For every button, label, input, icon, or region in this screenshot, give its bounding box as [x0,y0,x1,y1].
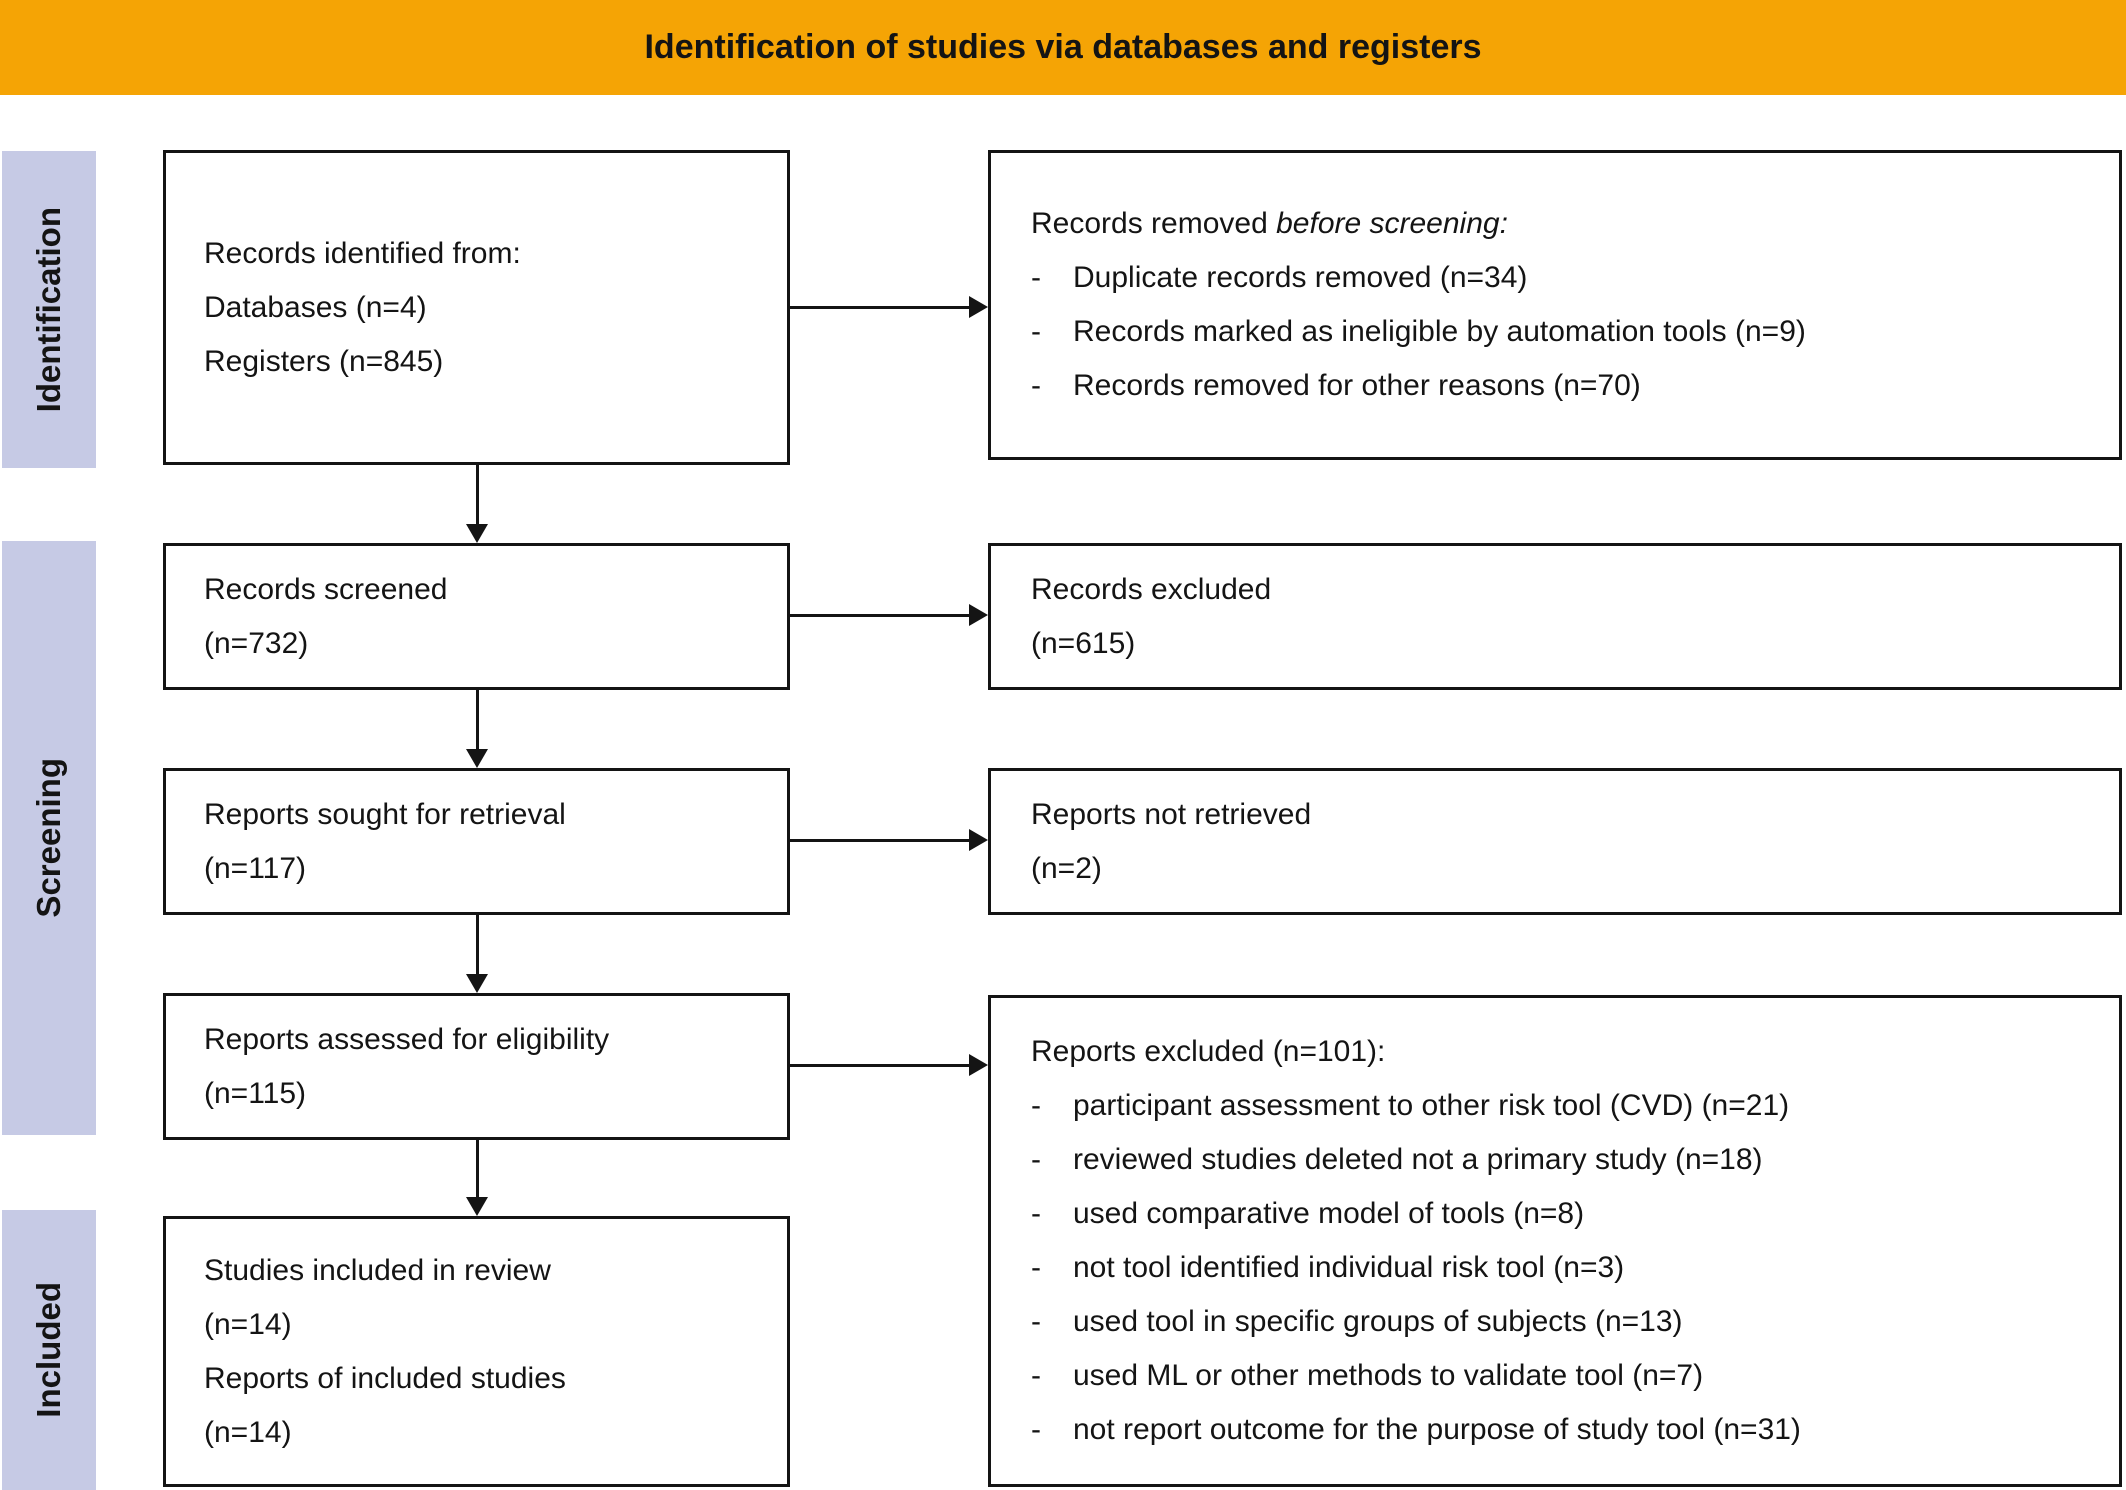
box-line: Records screened [204,572,448,606]
list-item: -used comparative model of tools (n=8) [1031,1187,2099,1241]
bullet-dash: - [1031,1251,1041,1284]
stage-label-included-text: Included [30,1282,67,1418]
arrow-down-icon [466,1197,488,1216]
stage-label-screening-text: Screening [30,758,67,918]
flow-arrow-down-4 [466,1140,488,1216]
arrow-shaft [790,306,970,309]
box-line: Records excluded [1031,572,1272,606]
arrow-down-icon [466,524,488,543]
bullet-dash: - [1031,369,1041,402]
box-line: Reports not retrieved [1031,797,1312,831]
box-line: Records identified from: [204,236,521,270]
arrow-right-icon [969,829,988,851]
bullet-dash: - [1031,1143,1041,1176]
box-line: (n=2) [1031,851,1102,885]
box-line: (n=115) [204,1076,307,1110]
box-reports-excluded: Reports excluded (n=101): -participant a… [988,995,2122,1487]
flow-arrow-right-3 [790,829,988,851]
box-line: Reports of included studies [204,1361,566,1395]
bullet-dash: - [1031,315,1041,348]
box-records-excluded: Records excluded (n=615) [988,543,2122,690]
arrow-shaft [476,1140,479,1198]
box-line: (n=14) [204,1415,292,1449]
list-item: -not tool identified individual risk too… [1031,1241,2099,1295]
stage-label-identification-text: Identification [30,206,67,413]
box-studies-included: Studies included in review (n=14) Report… [163,1216,790,1487]
flow-arrow-down-3 [466,915,488,993]
arrow-down-icon [466,749,488,768]
arrow-down-icon [466,974,488,993]
arrow-right-icon [969,1054,988,1076]
arrow-shaft [790,614,970,617]
stage-label-identification: Identification [2,151,96,468]
box-reports-assessed: Reports assessed for eligibility (n=115) [163,993,790,1140]
bullet-dash: - [1031,1413,1041,1446]
stage-label-included: Included [2,1210,96,1490]
box-records-screened: Records screened (n=732) [163,543,790,690]
box-line: (n=14) [204,1307,292,1341]
box-title-italic: before screening: [1276,207,1508,240]
arrow-right-icon [969,296,988,318]
list-item: -used ML or other methods to validate to… [1031,1349,2099,1403]
box-reports-sought: Reports sought for retrieval (n=117) [163,768,790,915]
arrow-shaft [476,465,479,525]
bullet-dash: - [1031,1089,1041,1122]
flow-arrow-right-1 [790,296,988,318]
arrow-shaft [476,915,479,975]
list-item: -used tool in specific groups of subject… [1031,1295,2099,1349]
arrow-shaft [790,839,970,842]
box-line: Reports assessed for eligibility [204,1022,610,1056]
arrow-right-icon [969,604,988,626]
bullet-dash: - [1031,1197,1041,1230]
box-line: (n=732) [204,626,309,660]
box-title: Reports excluded (n=101): [1031,1035,1386,1068]
box-line: Registers (n=845) [204,344,444,378]
box-line: Reports sought for retrieval [204,797,566,831]
list-item: -not report outcome for the purpose of s… [1031,1403,2099,1457]
list-item: -Duplicate records removed (n=34) [1031,251,2099,305]
flow-arrow-right-2 [790,604,988,626]
box-reports-not-retrieved: Reports not retrieved (n=2) [988,768,2122,915]
box-line: Studies included in review [204,1253,551,1287]
stage-label-screening: Screening [2,541,96,1135]
box-records-removed: Records removed before screening: -Dupli… [988,150,2122,460]
box-records-identified: Records identified from: Databases (n=4)… [163,150,790,465]
box-line: Databases (n=4) [204,290,427,324]
bullet-dash: - [1031,261,1041,294]
list-item: -reviewed studies deleted not a primary … [1031,1133,2099,1187]
list-item: -participant assessment to other risk to… [1031,1079,2099,1133]
box-title: Records removed before screening: [1031,197,2099,251]
arrow-shaft [476,690,479,750]
banner-title: Identification of studies via databases … [644,28,1482,66]
arrow-shaft [790,1064,970,1067]
list-item: -Records removed for other reasons (n=70… [1031,359,2099,413]
box-line: (n=117) [204,851,307,885]
header-banner: Identification of studies via databases … [0,0,2126,95]
flow-arrow-right-4 [790,1054,988,1076]
box-line: (n=615) [1031,626,1136,660]
flow-arrow-down-2 [466,690,488,768]
bullet-dash: - [1031,1359,1041,1392]
flow-arrow-down-1 [466,465,488,543]
box-title-prefix: Records removed [1031,207,1277,240]
list-item: -Records marked as ineligible by automat… [1031,305,2099,359]
bullet-dash: - [1031,1305,1041,1338]
